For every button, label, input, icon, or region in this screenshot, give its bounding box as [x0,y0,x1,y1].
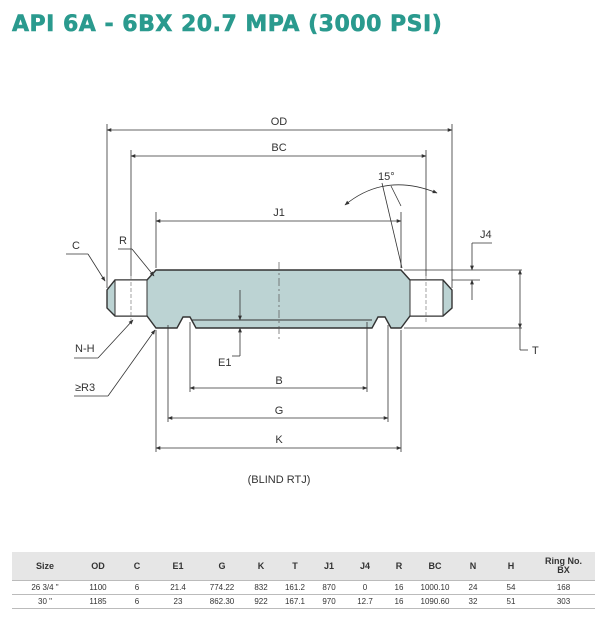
cell-t: 161.2 [278,580,312,595]
header-ring-no-line2: BX [557,565,570,575]
cell-h: 54 [490,580,532,595]
header-ring-no: Ring No. BX [532,552,595,581]
page-title: API 6A - 6BX 20.7 MPA (3000 PSI) [12,12,443,38]
cell-j1: 970 [312,594,346,609]
header-bc: BC [414,552,456,581]
spec-table: Size OD C E1 G K T J1 J4 R BC N H Ring N… [12,552,595,609]
dimension-lines [66,128,528,450]
label-c: C [72,240,80,252]
cell-ring-no: 168 [532,580,595,595]
cell-k: 922 [244,594,278,609]
header-k: K [244,552,278,581]
label-nh: N-H [75,343,95,355]
cell-r: 16 [384,580,414,595]
header-j1: J1 [312,552,346,581]
cell-size: 30 " [12,594,78,609]
cell-n: 32 [456,594,490,609]
cell-c: 6 [118,580,156,595]
cell-ring-no: 303 [532,594,595,609]
cell-j4: 0 [346,580,384,595]
header-od: OD [78,552,118,581]
label-r: R [119,235,127,247]
blind-flange-diagram: OD BC J1 15° J4 C R N-H ≥R3 E1 T B G K (… [66,116,539,486]
header-h: H [490,552,532,581]
table-header-row: Size OD C E1 G K T J1 J4 R BC N H Ring N… [12,552,595,581]
table-row: 30 " 1185 6 23 862.30 922 167.1 970 12.7… [12,594,595,609]
cell-bc: 1000.10 [414,580,456,595]
cell-e1: 21.4 [156,580,200,595]
cell-j4: 12.7 [346,594,384,609]
extension-lines [106,124,522,452]
header-r: R [384,552,414,581]
header-n: N [456,552,490,581]
cell-size: 26 3/4 " [12,580,78,595]
label-g: G [275,405,284,417]
label-j1: J1 [273,207,285,219]
cell-r: 16 [384,594,414,609]
header-e1: E1 [156,552,200,581]
flange-body [106,269,453,329]
label-od: OD [271,116,288,128]
header-c: C [118,552,156,581]
cell-n: 24 [456,580,490,595]
cell-od: 1185 [78,594,118,609]
header-size: Size [12,552,78,581]
cell-g: 774.22 [200,580,244,595]
label-r3: ≥R3 [75,382,95,394]
label-k: K [275,434,283,446]
cell-od: 1100 [78,580,118,595]
header-ring-no-line1: Ring No. [545,556,582,566]
cell-j1: 870 [312,580,346,595]
cell-c: 6 [118,594,156,609]
label-bc: BC [271,142,286,154]
label-angle: 15° [378,171,395,183]
cell-bc: 1090.60 [414,594,456,609]
header-j4: J4 [346,552,384,581]
bolt-hole-right [409,279,444,317]
label-t: T [532,345,539,357]
label-b: B [275,375,282,387]
label-j4: J4 [480,229,492,241]
header-t: T [278,552,312,581]
cell-k: 832 [244,580,278,595]
label-e1: E1 [218,357,231,369]
cell-t: 167.1 [278,594,312,609]
cell-e1: 23 [156,594,200,609]
cell-h: 51 [490,594,532,609]
table-row: 26 3/4 " 1100 6 21.4 774.22 832 161.2 87… [12,580,595,595]
header-g: G [200,552,244,581]
cell-g: 862.30 [200,594,244,609]
diagram-caption: (BLIND RTJ) [248,474,311,486]
